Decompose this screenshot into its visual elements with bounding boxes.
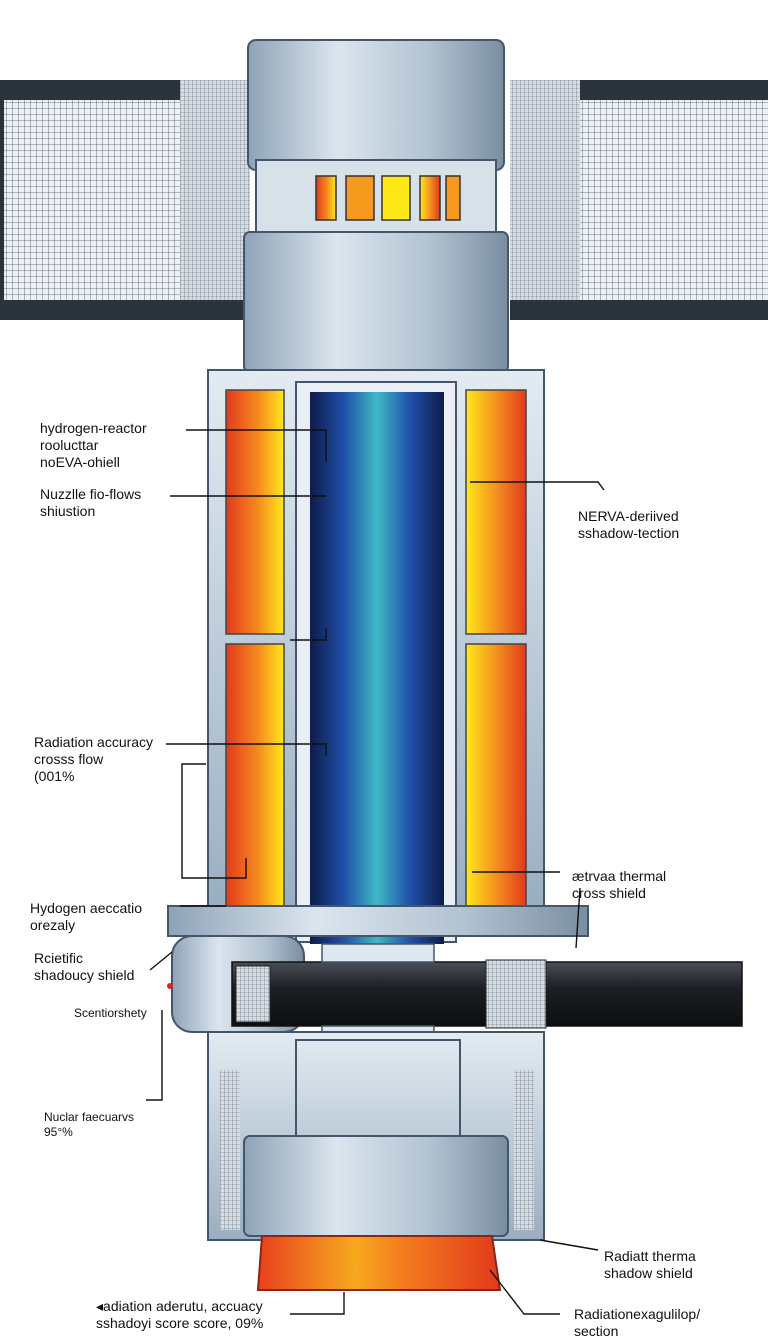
marker-dot bbox=[167, 983, 173, 989]
label-rcietific: Rcietific shadoucy shield bbox=[34, 950, 135, 983]
label-scentior: Scentiorshety bbox=[74, 1006, 147, 1020]
label-radiation-section: Radiationexagulilop/ section bbox=[574, 1306, 701, 1339]
lower-assembly bbox=[167, 905, 743, 1291]
label-nozzle-flows: Nuzzlle fio-flows shiustion bbox=[40, 486, 142, 519]
radiator-right bbox=[510, 80, 768, 320]
top-cylinder bbox=[243, 39, 509, 373]
label-radiatt-therma: Radiatt therma shadow shield bbox=[604, 1248, 696, 1281]
radiator-left bbox=[0, 80, 250, 320]
label-nuclar-faecuarvs: Nuclar faecuarvs 95°% bbox=[44, 1110, 135, 1139]
label-nerva-derived: NERVA-deriived sshadow-tection bbox=[578, 508, 680, 541]
leader-lines bbox=[146, 429, 605, 1315]
label-thermal-cross-shield: ætrvaa thermal cross shield bbox=[572, 868, 667, 901]
label-hydrogen-reactor: hydrogen-reactor roolucttar noEVA-ohiell bbox=[40, 420, 147, 470]
reactor-body bbox=[207, 369, 545, 944]
label-radiation-accuracy: Radiation accuracy crosss flow (001% bbox=[34, 734, 154, 784]
label-radiation-aderutu: ◂adiation aderutu, accuacy sshadoyi scor… bbox=[96, 1298, 264, 1331]
label-hydrogen-aeccatio: Hydogen aeccatio orezaly bbox=[30, 900, 143, 933]
